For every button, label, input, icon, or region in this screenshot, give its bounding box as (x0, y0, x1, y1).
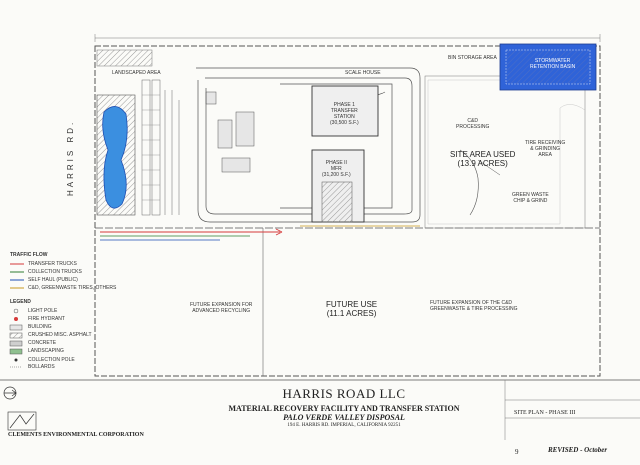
address: 194 E. HARRIS RD. IMPERIAL, CALIFORNIA 9… (287, 423, 401, 428)
legend-item-landscaping: LANDSCAPING (28, 348, 64, 354)
north-arrow-icon (3, 386, 17, 400)
revised-note: REVISED - October (548, 446, 608, 454)
traffic-item-cd: C&D, GREENWASTE TIRES, OTHERS (28, 285, 117, 291)
scale-house-label: SCALE HOUSE (345, 70, 381, 76)
landscaped-area-top (96, 49, 153, 67)
phase1-transfer-station-building (311, 85, 379, 137)
legend-title: LEGEND (10, 299, 31, 305)
bay-stripes (142, 94, 160, 201)
landscaped-area-label: LANDSCAPED AREA (112, 70, 161, 76)
transfer-truck-route (100, 228, 283, 236)
harris-road-label: HARRIS RD. (66, 119, 75, 196)
site-area-used-label: SITE AREA USED(13.9 ACRES) (450, 150, 516, 168)
legend-item-asphalt: CRUSHED MISC. ASPHALT (28, 332, 92, 338)
consultant-logo-icon (7, 411, 37, 431)
company-title: HARRIS ROAD LLC (282, 386, 406, 401)
legend-item-collection-pole: COLLECTION POLE (28, 357, 75, 363)
legend-item-concrete: CONCRETE (28, 340, 57, 346)
property-boundary (94, 45, 601, 377)
legend-item-light-pole: LIGHT POLE (28, 308, 58, 314)
bin-storage-label: BIN STORAGE AREA (448, 55, 497, 61)
haul-route (459, 149, 479, 216)
operator-title: PALO VERDE VALLEY DISPOSAL (283, 413, 405, 422)
title-block: HARRIS ROAD LLC MATERIAL RECOVERY FACILI… (224, 386, 464, 428)
future-use-label: FUTURE USE(11.1 ACRES) (326, 300, 378, 318)
facility-title: MATERIAL RECOVERY FACILITY AND TRANSFER … (228, 404, 460, 413)
traffic-item-collection: COLLECTION TRUCKS (28, 269, 82, 275)
legend-item-fire-hydrant: FIRE HYDRANT (28, 316, 65, 322)
sorting-line-area (321, 181, 353, 223)
consultant-name: CLEMENTS ENVIRONMENTAL CORPORATION (8, 432, 144, 438)
truck-parking-bays (141, 79, 180, 216)
page-number: 9 (515, 448, 519, 456)
legend-item-building: BUILDING (28, 324, 52, 330)
traffic-legend-swatches (10, 263, 24, 289)
traffic-flow-title: TRAFFIC FLOW (10, 252, 48, 258)
traffic-item-self-haul: SELF HAUL (PUBLIC) (28, 277, 78, 283)
support-buildings (205, 91, 255, 173)
retention-pond (102, 106, 128, 209)
legend-item-bollards: BOLLARDS (28, 364, 55, 370)
site-area-inner (427, 79, 586, 225)
legend-swatches (9, 308, 23, 368)
sheet-title: SITE PLAN - PHASE III (514, 410, 576, 416)
traffic-item-transfer: TRANSFER TRUCKS (28, 261, 77, 267)
